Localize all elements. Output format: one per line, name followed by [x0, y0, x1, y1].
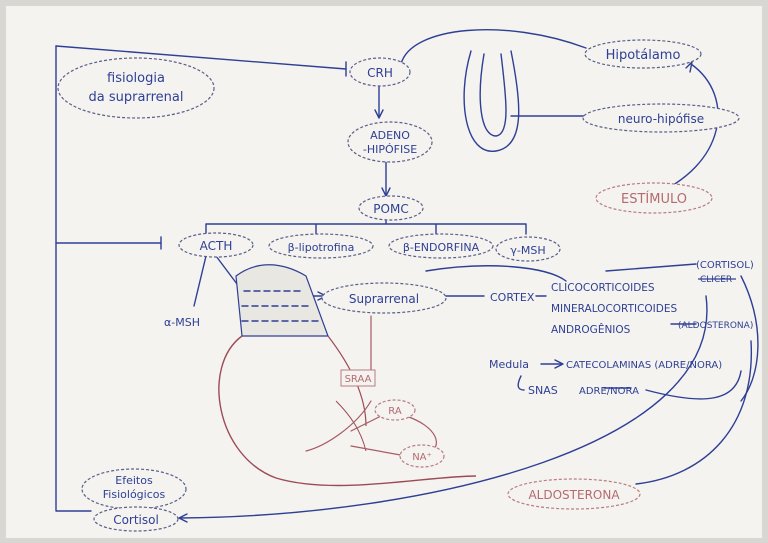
svg-text:ADENO: ADENO	[370, 129, 410, 142]
cortex-list: CLICOCORTICOIDES MINERALOCORTICOIDES AND…	[551, 282, 677, 336]
hypothalamus-to-crh	[400, 29, 587, 65]
cortisol-return-line	[180, 295, 708, 519]
arrow-head	[374, 109, 384, 119]
node-snas: SNAS	[528, 384, 558, 397]
arrow-head	[381, 187, 391, 197]
node-catecolaminas: CATECOLAMINAS (ADRE/NORA)	[566, 360, 722, 371]
side-notes: (CORTISOL) CLICER (ALDOSTERONA)	[678, 260, 754, 331]
node-ra: RA	[374, 399, 416, 421]
cortex-item: ANDROGÊNIOS	[551, 323, 631, 336]
svg-text:ESTÍMULO: ESTÍMULO	[621, 191, 687, 207]
svg-text:β-ENDORFINA: β-ENDORFINA	[403, 241, 480, 254]
note-aldosterona: (ALDOSTERONA)	[678, 321, 753, 331]
svg-text:ALDOSTERONA: ALDOSTERONA	[528, 488, 620, 502]
svg-text:POMC: POMC	[373, 202, 408, 216]
cortex-bracket	[425, 265, 567, 282]
node-cortex: CORTEX	[490, 291, 535, 304]
node-y-msh: γ-MSH	[495, 236, 561, 262]
node-adre-nora: ADRE/NORA	[579, 386, 639, 397]
node-cortisol: Cortisol	[93, 506, 179, 532]
svg-text:β-lipotrofina: β-lipotrofina	[288, 241, 355, 254]
svg-text:ACTH: ACTH	[200, 239, 233, 253]
pomc-branches	[205, 217, 527, 235]
left-frame-line	[55, 45, 92, 512]
node-na: NA⁺	[399, 444, 445, 468]
node-pomc: POMC	[358, 195, 424, 221]
svg-text:SRAA: SRAA	[345, 374, 372, 385]
aldosterona-loop	[635, 340, 753, 485]
title-line-1: fisiologia	[107, 71, 165, 86]
cortex-item: MINERALOCORTICOIDES	[551, 303, 677, 315]
glico-to-cortisol	[605, 263, 697, 272]
title-line-2: da suprarrenal	[89, 90, 184, 105]
node-efeitos-fisiologicos: Efeitos Fisiológicos	[81, 468, 187, 510]
node-suprarrenal: Suprarrenal	[321, 282, 447, 314]
arrow-head	[554, 359, 564, 369]
acth-to-amsh	[193, 255, 207, 307]
note-struck: CLICER	[700, 275, 732, 285]
node-neuro-hipofise: neuro-hipófise	[582, 103, 740, 133]
pituitary-stalk	[463, 50, 520, 152]
mind-map-diagram: fisiologia da suprarrenal CRH Hipotálamo…	[55, 29, 759, 532]
node-b-lipotrofina: β-lipotrofina	[268, 233, 374, 259]
node-srra: SRAA	[340, 369, 376, 387]
arrow-head	[178, 513, 188, 523]
note-cortisol: (CORTISOL)	[696, 260, 754, 271]
paper-sheet: fisiologia da suprarrenal CRH Hipotálamo…	[6, 6, 762, 538]
title-cloud: fisiologia da suprarrenal	[57, 57, 215, 119]
svg-text:-HIPÓFISE: -HIPÓFISE	[363, 143, 417, 156]
catecol-loop	[645, 370, 742, 400]
svg-text:γ-MSH: γ-MSH	[510, 244, 545, 257]
node-a-msh: α-MSH	[164, 316, 200, 329]
svg-text:CRH: CRH	[367, 66, 393, 80]
node-adeno-hipofise: ADENO -HIPÓFISE	[347, 121, 433, 163]
node-b-endorfina: β-ENDORFINA	[388, 233, 494, 259]
pituitary-stalk-inner	[479, 53, 507, 137]
svg-text:Fisiológicos: Fisiológicos	[103, 488, 166, 501]
svg-text:Hipotálamo: Hipotálamo	[606, 48, 681, 63]
node-estimulo: ESTÍMULO	[595, 182, 713, 214]
svg-text:RA: RA	[388, 406, 402, 417]
kidney-drawing	[218, 264, 477, 487]
cortex-item: CLICOCORTICOIDES	[551, 282, 655, 294]
node-crh: CRH	[349, 57, 411, 87]
svg-text:NA⁺: NA⁺	[412, 452, 432, 463]
node-hipotalamo: Hipotálamo	[584, 39, 702, 69]
snas-link	[517, 375, 525, 391]
svg-text:Cortisol: Cortisol	[113, 513, 159, 527]
svg-text:neuro-hipófise: neuro-hipófise	[618, 112, 704, 126]
estimulo-to-hipotalamo	[650, 63, 719, 197]
svg-text:Efeitos: Efeitos	[115, 474, 153, 487]
node-medula: Medula	[489, 358, 529, 371]
svg-text:Suprarrenal: Suprarrenal	[349, 292, 419, 306]
node-aldosterona: ALDOSTERONA	[507, 478, 641, 510]
line-to-crh	[55, 45, 347, 70]
node-acth: ACTH	[178, 232, 254, 258]
